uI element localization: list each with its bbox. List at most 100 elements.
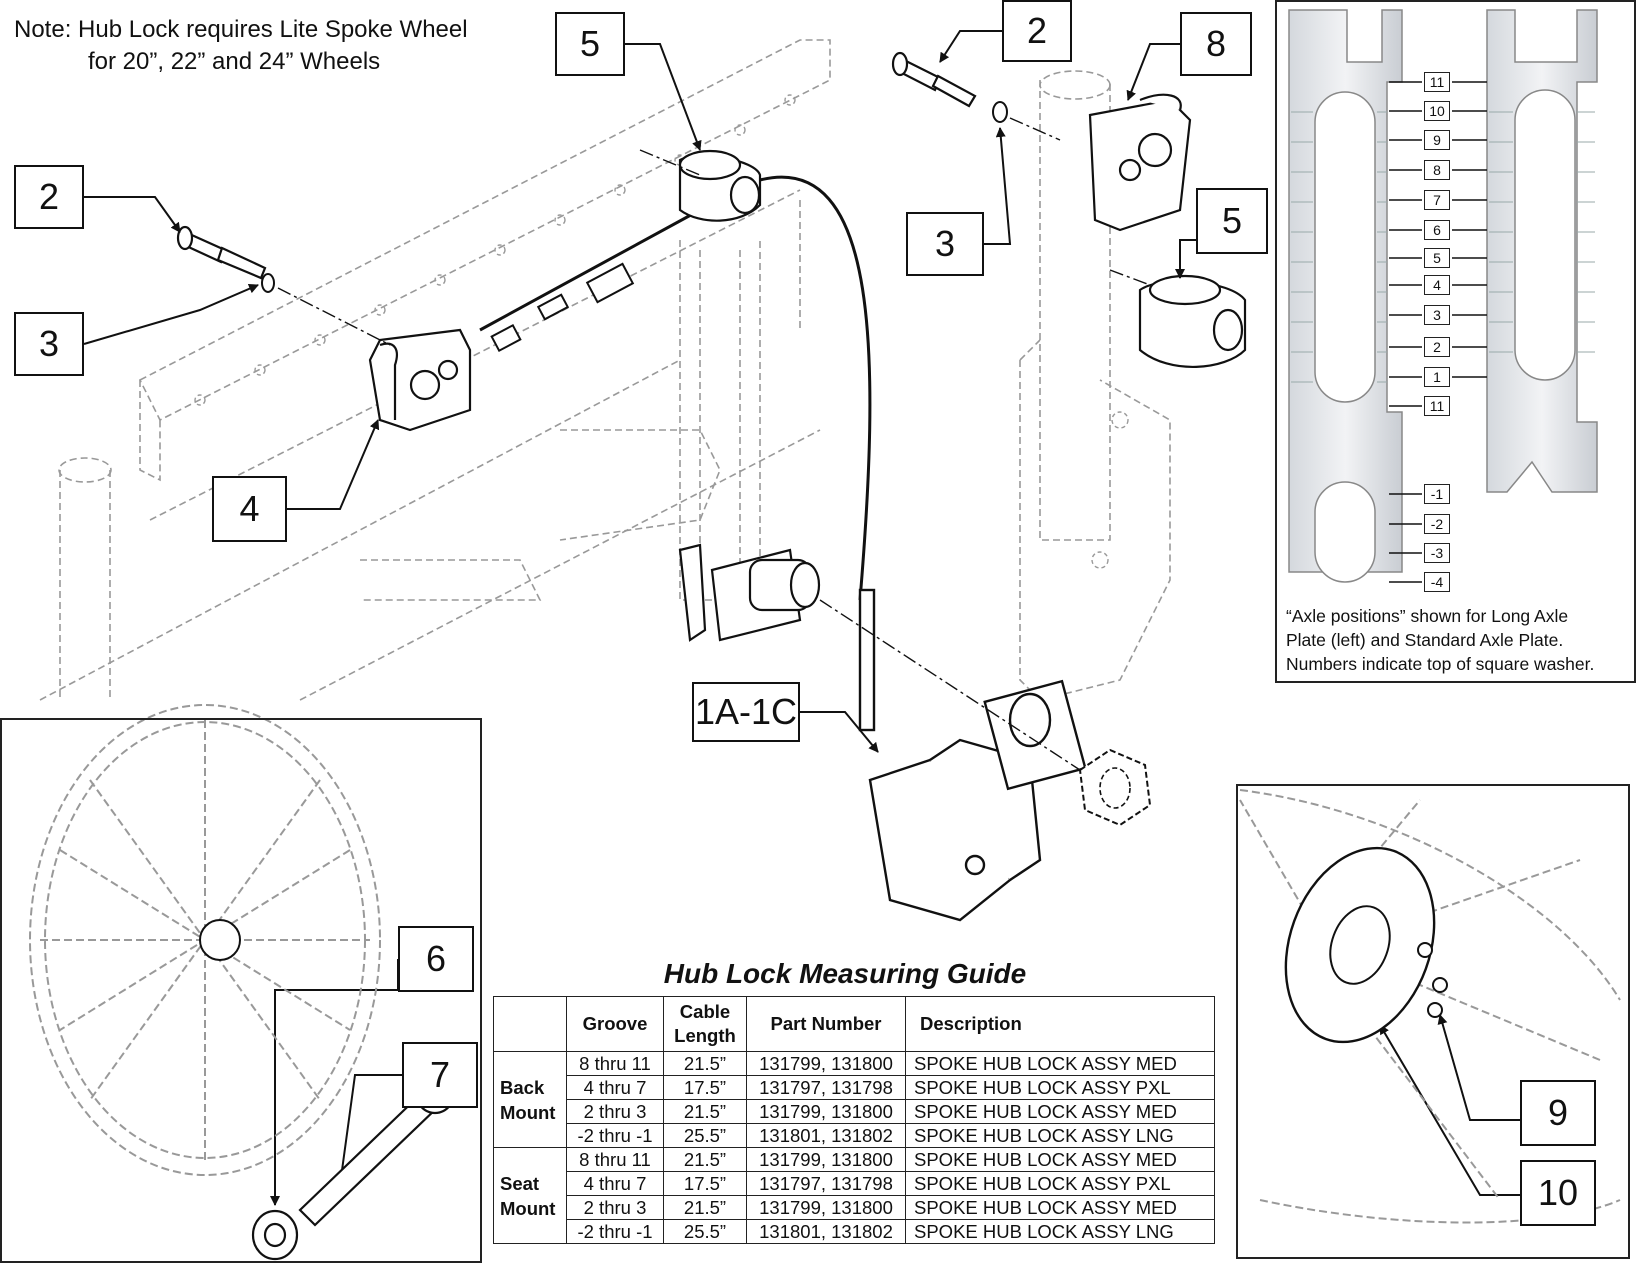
- axle-position-label: 11: [1424, 72, 1450, 92]
- axle-caption-line-2: Plate (left) and Standard Axle Plate.: [1286, 630, 1564, 650]
- description-cell: SPOKE HUB LOCK ASSY MED: [905, 1195, 1215, 1220]
- description-cell: SPOKE HUB LOCK ASSY LNG: [905, 1219, 1215, 1244]
- long-axle-plate: [1288, 9, 1403, 583]
- position-arrows: [1389, 81, 1487, 583]
- description-cell: SPOKE HUB LOCK ASSY PXL: [905, 1075, 1215, 1100]
- part-5-cable-clip-left: [678, 149, 762, 222]
- axle-plates-drawing: [1288, 9, 1598, 583]
- hub-disc-inset-frame: [1236, 784, 1630, 1259]
- groove-cell: 2 thru 3: [566, 1195, 664, 1220]
- mount-group-line-1: Seat: [500, 1172, 540, 1194]
- mount-group-line-2: Mount: [500, 1101, 556, 1123]
- hub-inset-drawing: [1239, 789, 1621, 1224]
- part-number-cell: 131799, 131800: [746, 1195, 906, 1220]
- groove-cell: 2 thru 3: [566, 1099, 664, 1124]
- part-5-cable-clip-right: [1138, 274, 1247, 368]
- description-cell: SPOKE HUB LOCK ASSY MED: [905, 1147, 1215, 1172]
- groove-cell: -2 thru -1: [566, 1123, 664, 1148]
- ghost-chair-frame: [39, 39, 1171, 701]
- axle-positions-caption: “Axle positions” shown for Long Axle Pla…: [1286, 604, 1594, 676]
- callout-2-left: 2: [14, 165, 84, 229]
- header-cable-line-1: Cable: [679, 1001, 731, 1022]
- header-group: [493, 996, 567, 1052]
- hub-lock-cable: [759, 175, 872, 601]
- cable-length-cell: 25.5”: [663, 1219, 747, 1244]
- part-number-cell: 131799, 131800: [746, 1051, 906, 1076]
- groove-cell: 4 thru 7: [566, 1171, 664, 1196]
- mount-group-line-1: Back: [500, 1076, 545, 1098]
- callout-4: 4: [212, 476, 287, 542]
- callout-2-right: 2: [1002, 0, 1072, 62]
- part-number-cell: 131799, 131800: [746, 1099, 906, 1124]
- axle-position-label: 8: [1424, 160, 1450, 180]
- cable-length-cell: 17.5”: [663, 1075, 747, 1100]
- measuring-guide-table: Groove Cable Length Part Number Descript…: [493, 996, 1215, 1244]
- axle-position-label: 4: [1424, 275, 1450, 295]
- cable-length-cell: 21.5”: [663, 1051, 747, 1076]
- callout-10: 10: [1520, 1160, 1596, 1226]
- axle-position-label: 3: [1424, 305, 1450, 325]
- cable-length-cell: 17.5”: [663, 1171, 747, 1196]
- part-number-cell: 131799, 131800: [746, 1147, 906, 1172]
- axle-position-label: 9: [1424, 130, 1450, 150]
- axle-position-label: -2: [1424, 514, 1450, 534]
- callout-3-right: 3: [906, 212, 984, 276]
- callout-8: 8: [1180, 12, 1252, 76]
- note-line-1: Note: Hub Lock requires Lite Spoke Wheel: [14, 16, 468, 43]
- wheel-axle-inset-frame: [0, 718, 482, 1263]
- measuring-guide-title: Hub Lock Measuring Guide: [663, 958, 1027, 989]
- ghost-frame-holes: [194, 94, 1129, 569]
- axle-caption-line-1: “Axle positions” shown for Long Axle: [1286, 606, 1569, 626]
- axle-position-label: 11: [1424, 396, 1450, 416]
- callout-3-left: 3: [14, 312, 84, 376]
- part-2-bolt-right: [891, 51, 977, 108]
- hex-nut: [1078, 748, 1152, 827]
- assembly-centerlines: [277, 117, 1151, 771]
- description-cell: SPOKE HUB LOCK ASSY MED: [905, 1099, 1215, 1124]
- callout-6: 6: [398, 926, 474, 992]
- cable-length-cell: 21.5”: [663, 1147, 747, 1172]
- mount-group-line-2: Mount: [500, 1197, 556, 1219]
- groove-cell: -2 thru -1: [566, 1219, 664, 1244]
- part-3-washer-left: [261, 273, 275, 293]
- axle-position-label: 10: [1424, 101, 1450, 121]
- table-header-row: Groove Cable Length Part Number Descript…: [493, 996, 1215, 1052]
- groove-cell: 4 thru 7: [566, 1075, 664, 1100]
- header-cable-line-2: Length: [674, 1025, 736, 1046]
- part-3-washer-right: [992, 101, 1008, 123]
- part-2-bolt-left: [176, 225, 267, 280]
- cable-length-cell: 21.5”: [663, 1195, 747, 1220]
- axle-position-label: 6: [1424, 220, 1450, 240]
- standard-axle-plate: [1486, 9, 1598, 493]
- cable-sheath-upper: [479, 208, 701, 332]
- callout-1a-1c: 1A-1C: [692, 682, 800, 742]
- part-1a-1c-hub-lock: [858, 588, 1087, 922]
- groove-cell: 8 thru 11: [566, 1051, 664, 1076]
- part-number-cell: 131797, 131798: [746, 1171, 906, 1196]
- part-8-caliper-right: [1088, 93, 1192, 232]
- cable-length-cell: 21.5”: [663, 1099, 747, 1124]
- header-cable-length: Cable Length: [663, 996, 747, 1052]
- part-number-cell: 131797, 131798: [746, 1075, 906, 1100]
- header-groove: Groove: [566, 996, 664, 1052]
- note-line-2: for 20”, 22” and 24” Wheels: [88, 48, 381, 75]
- description-cell: SPOKE HUB LOCK ASSY LNG: [905, 1123, 1215, 1148]
- part-number-cell: 131801, 131802: [746, 1123, 906, 1148]
- axle-position-label: -1: [1424, 484, 1450, 504]
- part-4-caliper-left: [368, 328, 472, 432]
- groove-cell: 8 thru 11: [566, 1147, 664, 1172]
- center-bracket-spring: [678, 543, 821, 642]
- axle-position-label: -4: [1424, 572, 1450, 592]
- axle-position-label: -3: [1424, 543, 1450, 563]
- axle-position-label: 7: [1424, 190, 1450, 210]
- axle-position-label: 1: [1424, 367, 1450, 387]
